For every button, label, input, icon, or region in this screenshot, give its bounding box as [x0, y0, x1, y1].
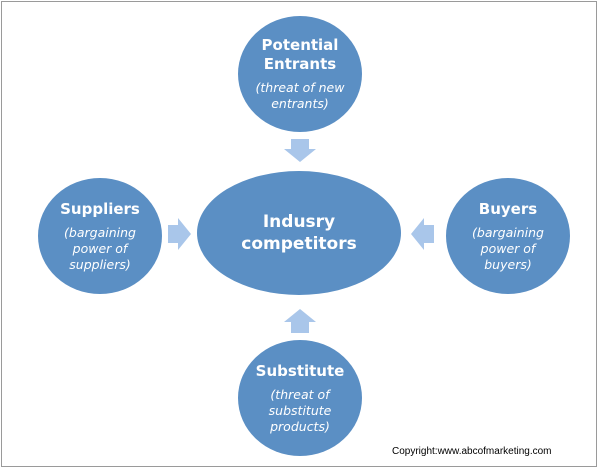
- industry-competitors-title-line1: Indusry: [262, 212, 336, 232]
- substitute-sub-line2: substitute: [268, 402, 332, 418]
- industry-competitors-node: Indusry competitors: [197, 171, 401, 295]
- substitute-sub-line1: (threat of: [270, 386, 330, 402]
- buyers-sub-line3: buyers): [484, 256, 532, 272]
- industry-competitors-title: Indusry competitors: [241, 211, 356, 255]
- suppliers-sub-line1: (bargaining: [64, 224, 136, 240]
- suppliers-title: Suppliers: [60, 199, 140, 218]
- potential-entrants-title-line1: Potential: [261, 36, 339, 54]
- arrow-down-icon: [284, 139, 316, 162]
- suppliers-node: Suppliers (bargaining power of suppliers…: [38, 178, 162, 294]
- potential-entrants-title: Potential Entrants: [262, 36, 339, 74]
- buyers-sub-line1: (bargaining: [472, 224, 544, 240]
- substitute-sub-line3: products): [270, 418, 330, 434]
- copyright-text: Copyright:www.abcofmarketing.com: [392, 446, 552, 457]
- buyers-subtitle: (bargaining power of buyers): [472, 225, 544, 273]
- potential-entrants-sub-line2: entrants): [271, 96, 329, 111]
- potential-entrants-sub-line1: (threat of new: [255, 80, 345, 95]
- suppliers-subtitle: (bargaining power of suppliers): [64, 225, 136, 273]
- substitute-node: Substitute (threat of substitute product…: [238, 340, 362, 456]
- buyers-sub-line2: power of: [480, 240, 536, 256]
- buyers-node: Buyers (bargaining power of buyers): [446, 178, 570, 294]
- arrow-left-icon: [411, 218, 434, 250]
- industry-competitors-title-line2: competitors: [241, 234, 357, 254]
- buyers-title: Buyers: [478, 199, 538, 218]
- potential-entrants-node: Potential Entrants (threat of new entran…: [238, 16, 362, 132]
- substitute-subtitle: (threat of substitute products): [269, 387, 332, 435]
- potential-entrants-subtitle: (threat of new entrants): [256, 80, 345, 112]
- suppliers-sub-line2: power of: [72, 240, 128, 256]
- substitute-title: Substitute: [255, 361, 345, 380]
- potential-entrants-title-line2: Entrants: [263, 55, 337, 73]
- arrow-right-icon: [168, 218, 191, 250]
- suppliers-sub-line3: suppliers): [69, 256, 131, 272]
- arrow-up-icon: [284, 309, 316, 333]
